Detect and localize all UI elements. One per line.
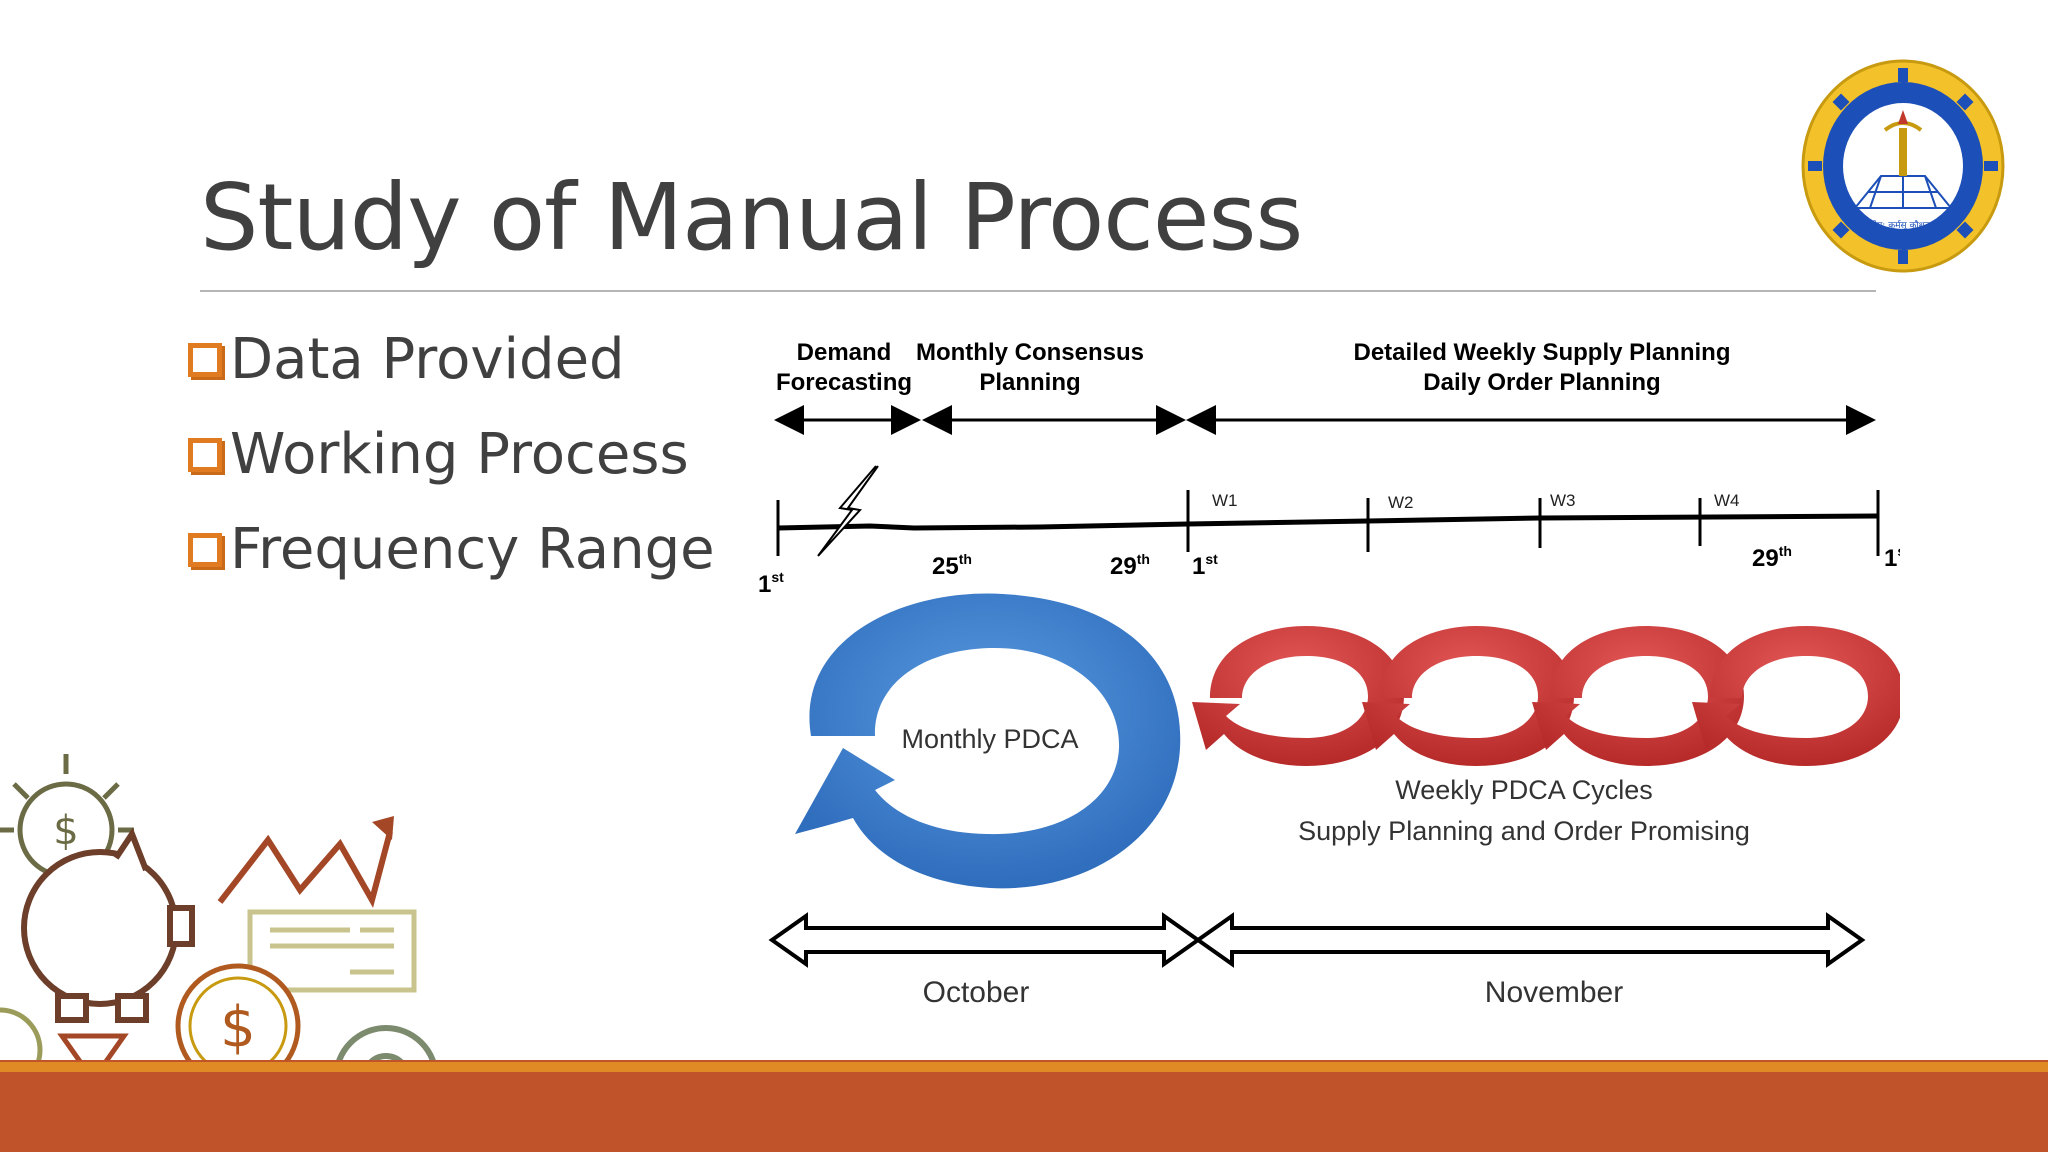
finance-decoration: $ $ <box>0 754 439 1131</box>
piggy-bank-icon <box>21 827 195 1023</box>
title-underline <box>200 290 1876 292</box>
hourglass-icon <box>57 1033 129 1085</box>
week-label: W3 <box>1550 491 1576 510</box>
trend-up-icon <box>217 831 393 908</box>
bullet-text: Frequency Range <box>230 517 715 582</box>
weekly-cycle-icon <box>1692 626 1900 766</box>
phase-detailed-label: Detailed Weekly Supply Planning <box>1354 339 1731 366</box>
date-label: 29th <box>1110 551 1150 580</box>
bullet-list: Data Provided Working Process Frequency … <box>188 312 715 597</box>
weekly-cycle-icon <box>1192 626 1404 766</box>
svg-text:$: $ <box>220 995 256 1060</box>
date-label: 25th <box>932 551 972 580</box>
lightning-break-icon <box>817 465 879 557</box>
checkbox-bullet-icon <box>188 532 222 567</box>
bullet-item: Working Process <box>188 407 715 502</box>
monthly-pdca-label: Monthly PDCA <box>901 724 1078 754</box>
phase-demand-label: Forecasting <box>776 369 912 396</box>
slide-title: Study of Manual Process <box>200 164 1303 271</box>
date-label: 29th <box>1752 543 1792 572</box>
weekly-pdca-cycles <box>1192 626 1900 766</box>
phase-consensus-label: Monthly Consensus <box>916 339 1144 366</box>
week-label: W4 <box>1714 491 1740 510</box>
dollar-sign-icon: $ <box>53 808 78 854</box>
bullet-text: Data Provided <box>230 327 625 392</box>
svg-text:योग: कर्मसु कौशलम्: योग: कर्मसु कौशलम् <box>1870 219 1939 231</box>
phase-detailed-label: Daily Order Planning <box>1423 369 1660 396</box>
date-label: 1st <box>1884 543 1900 572</box>
planning-cycle-diagram: Demand Forecasting Monthly Consensus Pla… <box>758 339 1900 1009</box>
weekly-pdca-sublabel: Supply Planning and Order Promising <box>1298 816 1750 846</box>
date-label: 1st <box>1192 551 1218 580</box>
date-label: 1st <box>758 569 784 598</box>
footer-accent-line <box>0 1062 2048 1072</box>
monthly-pdca-cycle-icon <box>795 593 1181 889</box>
october-arrow <box>768 912 1202 968</box>
weekly-cycle-icon <box>1362 626 1574 766</box>
timeline <box>776 490 1880 556</box>
bullet-text: Working Process <box>230 422 689 487</box>
checkbox-bullet-icon <box>188 437 222 472</box>
weekly-cycle-icon <box>1532 626 1744 766</box>
checkbox-bullet-icon <box>188 342 222 377</box>
phase-consensus-label: Planning <box>979 369 1080 396</box>
bullet-item: Frequency Range <box>188 502 715 597</box>
weekly-pdca-label: Weekly PDCA Cycles <box>1395 775 1653 805</box>
month-label: November <box>1485 976 1623 1009</box>
november-arrow <box>1194 912 1866 968</box>
cheque-icon <box>247 909 417 993</box>
bullet-item: Data Provided <box>188 312 715 407</box>
week-label: W1 <box>1212 491 1238 510</box>
month-label: October <box>923 976 1030 1009</box>
footer-bar <box>0 1060 2048 1152</box>
institute-logo: योग: कर्मसु कौशलम् <box>1801 59 2005 273</box>
week-label: W2 <box>1388 493 1414 512</box>
clock-icon <box>0 1007 43 1093</box>
phase-demand-label: Demand <box>797 339 892 366</box>
